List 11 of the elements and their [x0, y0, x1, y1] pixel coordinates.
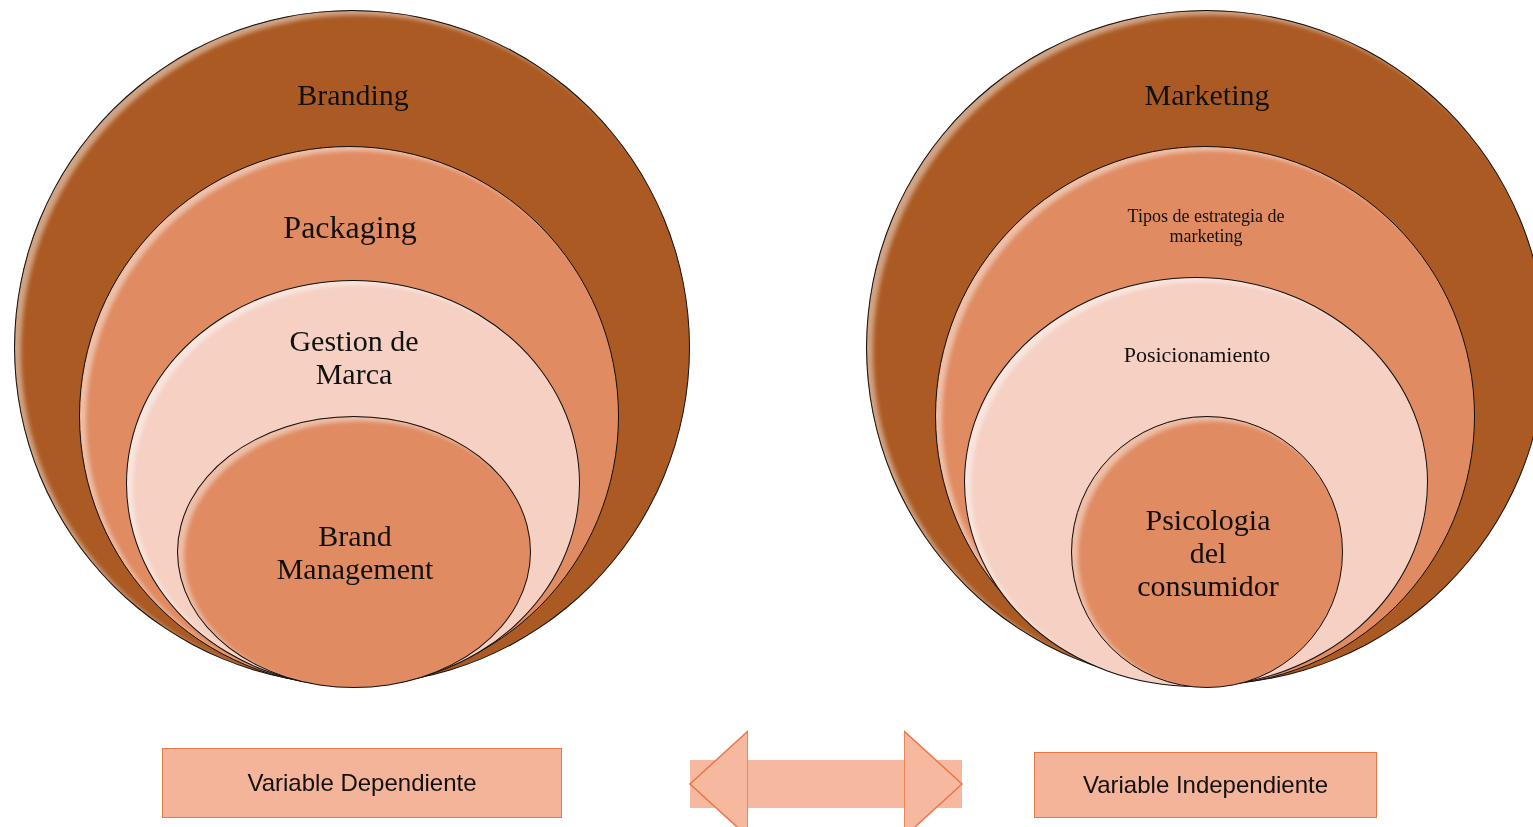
- circle-label: Posicionamiento: [1122, 343, 1272, 368]
- circle-label: Branding: [296, 77, 410, 111]
- circle-label: Psicologia del consumidor: [1136, 502, 1280, 602]
- circle-label: Marketing: [1143, 77, 1271, 111]
- circle-label: Tipos de estrategia de marketing: [1126, 207, 1286, 247]
- circle-label: Gestion de Marca: [288, 324, 420, 390]
- variable-box: Variable Independiente: [1034, 752, 1377, 818]
- variable-box: Variable Dependiente: [162, 748, 562, 818]
- circle-label: Brand Management: [275, 519, 435, 585]
- double-arrow: [689, 730, 963, 827]
- circle-label: Packaging: [282, 209, 418, 245]
